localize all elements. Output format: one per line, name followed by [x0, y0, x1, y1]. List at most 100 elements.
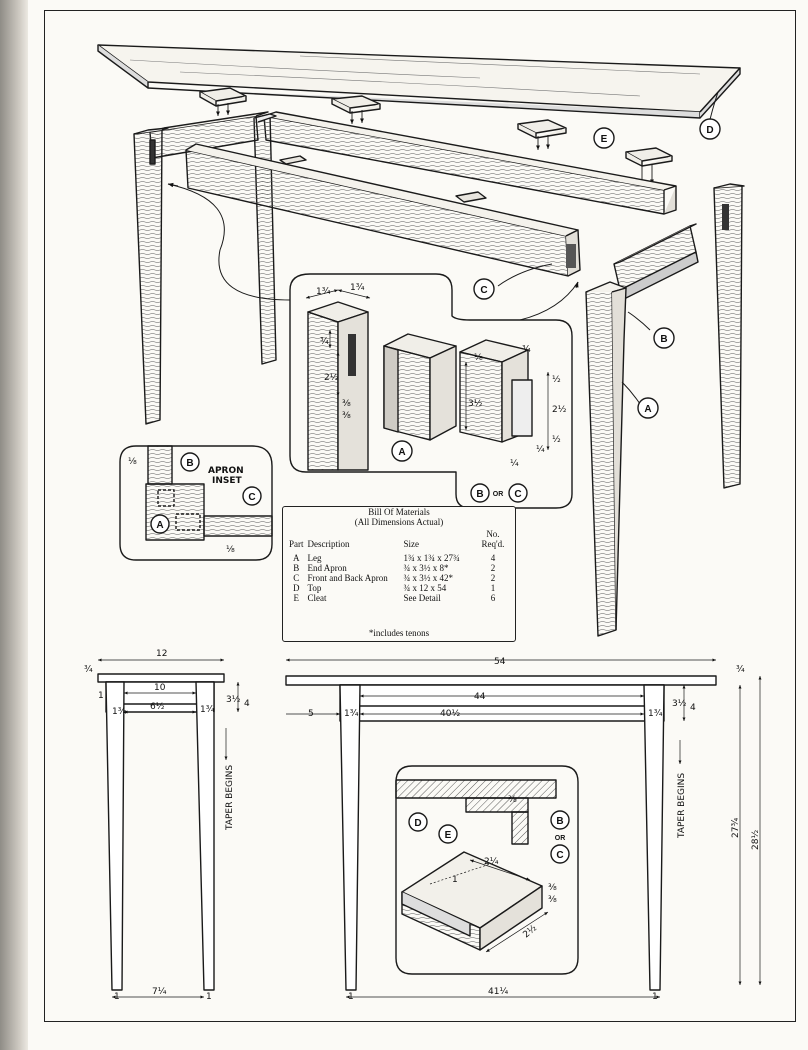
svg-text:¾: ¾	[522, 345, 531, 355]
leg-part-a-front-left	[133, 129, 163, 425]
svg-text:B: B	[556, 816, 563, 827]
svg-text:E: E	[601, 134, 608, 145]
svg-text:1: 1	[114, 992, 120, 1002]
svg-text:D: D	[706, 125, 713, 136]
svg-text:⅜: ⅜	[548, 883, 557, 893]
bom-header-part: Part	[289, 539, 304, 549]
front-view-dimension-labels: 54 ¾ 44 5 40½ 1¾ 1¾ 3½ 4 27¾ 28½ 41¼ 1 1…	[308, 657, 761, 1002]
svg-text:3½: 3½	[468, 399, 483, 409]
bom-title: Bill Of Materials	[368, 507, 430, 517]
svg-text:41¼: 41¼	[488, 987, 508, 997]
callout-c-apron: C	[473, 278, 495, 300]
exploded-view	[97, 44, 745, 637]
svg-text:⅛: ⅛	[474, 353, 483, 363]
svg-text:¾: ¾	[320, 337, 329, 347]
svg-text:E: E	[445, 830, 452, 841]
cleat-detail: 2¼ 2½ ⅜ ⅜ 1 ⅜ D E B OR C	[395, 765, 579, 975]
end-elevation-view: 12 ¾ 1 10 6½ 1¾ 1¾ 3½ 4 7¼ 1 1 TAPER BEG…	[84, 649, 250, 1002]
svg-text:2½: 2½	[324, 373, 339, 383]
svg-text:B: B	[476, 489, 483, 500]
svg-text:¼: ¼	[536, 445, 545, 455]
svg-text:1: 1	[652, 992, 658, 1002]
svg-text:D: D	[414, 818, 421, 829]
svg-text:44: 44	[474, 692, 486, 702]
svg-text:1: 1	[452, 875, 458, 885]
bom-header-row: Part Description Size No. Req'd.	[287, 529, 506, 549]
svg-text:3½: 3½	[672, 699, 687, 709]
apron-inset-detail: B A C APRON INSET ⅛ ⅛	[119, 445, 273, 561]
svg-text:A: A	[398, 447, 405, 458]
leg-part-a-back-right	[713, 185, 743, 489]
end-view-dimension-labels: 12 ¾ 1 10 6½ 1¾ 1¾ 3½ 4 7¼ 1 1 TAPER BEG…	[84, 649, 250, 1002]
svg-text:TAPER BEGINS: TAPER BEGINS	[225, 765, 235, 831]
bom-header-qty: No. Req'd.	[481, 529, 505, 549]
svg-text:C: C	[556, 850, 563, 861]
svg-text:10: 10	[154, 683, 166, 693]
svg-text:B: B	[186, 458, 193, 469]
bom-footnote: *includes tenons	[368, 628, 430, 638]
svg-text:⅛: ⅛	[226, 545, 235, 555]
page-border	[44, 10, 796, 1022]
svg-text:27¾: 27¾	[731, 818, 741, 838]
svg-text:¾: ¾	[84, 665, 93, 675]
svg-text:4: 4	[244, 699, 250, 709]
front-elevation-view: 54 ¾ 44 5 40½ 1¾ 1¾ 3½ 4 27¾ 28½ 41¼ 1 1…	[285, 657, 762, 1002]
callout-d-top: D	[699, 118, 721, 140]
callout-e-cleat: E	[593, 127, 615, 149]
svg-text:2½: 2½	[552, 405, 567, 415]
mortise-tenon-detail: 1¾ 1¾ ¾ 2½ ⅜ ⅜ ¾ 3½ ½ 2½ ½ ⅛ ¼ ¼ A B OR …	[289, 273, 573, 509]
svg-text:6½: 6½	[150, 702, 165, 712]
bom-subtitle: (All Dimensions Actual)	[354, 517, 444, 527]
svg-text:APRON: APRON	[208, 466, 244, 476]
bom-header-size: Size	[403, 539, 420, 549]
cleat-blocks-e	[199, 87, 673, 167]
svg-text:2¼: 2¼	[484, 857, 499, 867]
svg-text:1¾: 1¾	[112, 707, 127, 717]
svg-text:3½: 3½	[226, 695, 241, 705]
bom-header-description: Description	[307, 539, 350, 549]
svg-text:A: A	[644, 404, 651, 415]
svg-text:¾: ¾	[736, 665, 745, 675]
callout-b-end-apron: B	[653, 327, 675, 349]
leg-part-a-back-left	[253, 113, 277, 365]
svg-text:1¾: 1¾	[350, 283, 365, 293]
svg-text:7¼: 7¼	[152, 987, 167, 997]
svg-text:A: A	[156, 520, 163, 531]
svg-text:1¾: 1¾	[344, 709, 359, 719]
svg-text:28½: 28½	[751, 830, 761, 850]
svg-text:1: 1	[206, 992, 212, 1002]
callout-labels: D E C B A	[473, 118, 721, 419]
callout-a-leg: A	[637, 397, 659, 419]
svg-text:5: 5	[308, 709, 314, 719]
svg-text:1¾: 1¾	[648, 709, 663, 719]
svg-text:INSET: INSET	[212, 476, 243, 486]
svg-text:OR: OR	[555, 835, 566, 842]
svg-text:TAPER BEGINS: TAPER BEGINS	[677, 773, 687, 839]
svg-text:C: C	[514, 489, 521, 500]
svg-text:40½: 40½	[440, 709, 460, 719]
svg-text:⅜: ⅜	[508, 795, 517, 805]
svg-text:4: 4	[690, 703, 696, 713]
svg-text:⅜: ⅜	[342, 411, 351, 421]
svg-text:⅛: ⅛	[128, 457, 137, 467]
book-spine-shadow	[0, 0, 28, 1050]
svg-text:OR: OR	[493, 491, 504, 498]
svg-text:C: C	[248, 492, 255, 503]
svg-text:1: 1	[348, 992, 354, 1002]
svg-text:B: B	[660, 334, 667, 345]
svg-text:1: 1	[98, 691, 104, 701]
svg-text:¼: ¼	[510, 459, 519, 469]
joint-dimension-labels: 1¾ 1¾ ¾ 2½ ⅜ ⅜ ¾ 3½ ½ 2½ ½ ⅛ ¼ ¼	[316, 283, 567, 469]
svg-text:½: ½	[552, 435, 561, 445]
svg-text:12: 12	[156, 649, 167, 659]
svg-text:1¾: 1¾	[200, 705, 215, 715]
svg-text:C: C	[480, 285, 487, 296]
svg-text:1¾: 1¾	[316, 287, 331, 297]
